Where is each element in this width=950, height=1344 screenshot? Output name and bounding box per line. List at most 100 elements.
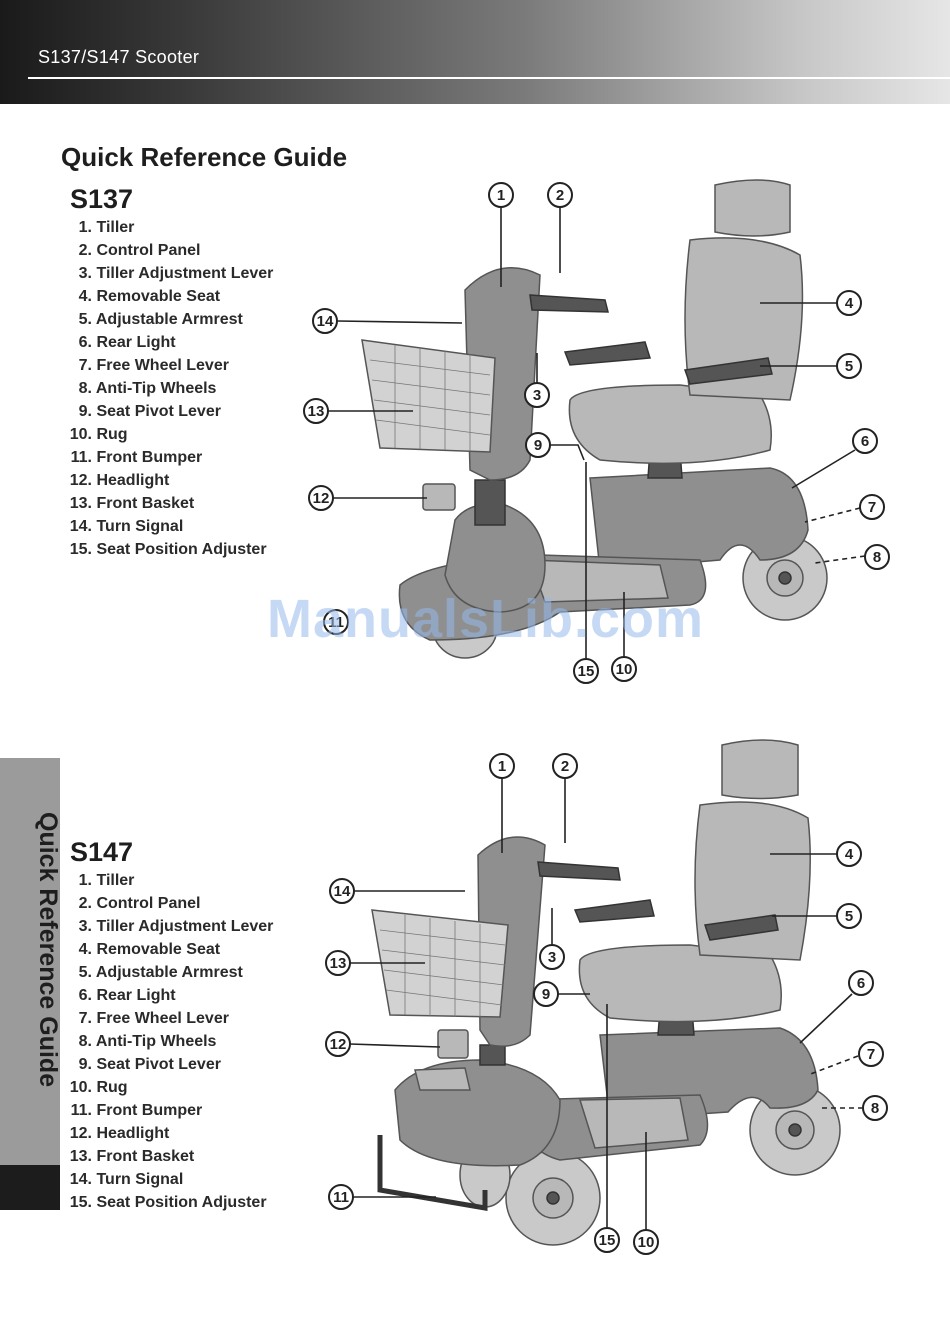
list-item: 4. Removable Seat xyxy=(78,288,221,305)
callout-s147-6: 6 xyxy=(848,970,874,996)
callout-s137-4: 4 xyxy=(836,290,862,316)
page-title: Quick Reference Guide xyxy=(61,142,348,172)
callout-s147-8: 8 xyxy=(862,1095,888,1121)
svg-text:3: 3 xyxy=(548,949,556,966)
list-item: 1. Tiller xyxy=(78,872,135,889)
list-item: 2. Control Panel xyxy=(78,242,201,259)
side-tab xyxy=(0,758,60,1210)
list-item: 8. Anti-Tip Wheels xyxy=(78,380,217,397)
svg-text:8: 8 xyxy=(873,549,881,566)
svg-text:2: 2 xyxy=(561,758,569,775)
svg-text:12: 12 xyxy=(330,1036,347,1053)
callout-s147-14: 14 xyxy=(329,878,355,904)
callout-s147-10: 10 xyxy=(633,1229,659,1255)
list-item: 12. Headlight xyxy=(69,1125,170,1142)
callout-s137-1: 1 xyxy=(488,182,514,208)
list-item: 13. Front Basket xyxy=(69,495,195,512)
svg-text:3: 3 xyxy=(533,387,541,404)
side-tab-label: Quick Reference Guide xyxy=(34,812,62,1088)
svg-text:14: 14 xyxy=(334,883,351,900)
svg-text:15: 15 xyxy=(578,663,595,680)
svg-text:8: 8 xyxy=(871,1100,879,1117)
scooter-illustration-s147 xyxy=(371,739,841,1246)
callout-s147-4: 4 xyxy=(836,841,862,867)
leader-lines-s137 xyxy=(328,207,866,659)
callout-s147-5: 5 xyxy=(836,903,862,929)
list-item: 14. Turn Signal xyxy=(69,518,184,535)
list-item: 10. Rug xyxy=(69,1079,128,1096)
side-tab-marker xyxy=(0,1165,60,1210)
svg-text:15: 15 xyxy=(599,1232,616,1249)
list-item: 9. Seat Pivot Lever xyxy=(78,403,221,420)
svg-text:5: 5 xyxy=(845,358,853,375)
callout-s147-2: 2 xyxy=(552,753,578,779)
list-item: 13. Front Basket xyxy=(69,1148,195,1165)
callout-s137-15: 15 xyxy=(573,658,599,684)
list-item: 1. Tiller xyxy=(78,219,135,236)
callout-s137-10: 10 xyxy=(611,656,637,682)
callout-s147-7: 7 xyxy=(858,1041,884,1067)
callout-s137-12: 12 xyxy=(308,485,334,511)
svg-text:6: 6 xyxy=(857,975,865,992)
svg-text:12: 12 xyxy=(313,490,330,507)
svg-text:4: 4 xyxy=(845,295,854,312)
callout-s147-13: 13 xyxy=(325,950,351,976)
svg-text:1: 1 xyxy=(498,758,506,775)
svg-text:4: 4 xyxy=(845,846,854,863)
svg-text:13: 13 xyxy=(308,403,325,420)
callout-s147-15: 15 xyxy=(594,1227,620,1253)
list-item: 5. Adjustable Armrest xyxy=(78,311,243,328)
list-item: 4. Removable Seat xyxy=(78,941,221,958)
model-title-s147: S147 xyxy=(70,837,134,867)
callout-s137-8: 8 xyxy=(864,544,890,570)
svg-text:10: 10 xyxy=(638,1234,655,1251)
callout-s147-12: 12 xyxy=(325,1031,351,1057)
callout-s137-6: 6 xyxy=(852,428,878,454)
svg-text:11: 11 xyxy=(328,614,344,631)
header-bar xyxy=(0,0,950,104)
list-item: 14. Turn Signal xyxy=(69,1171,184,1188)
callout-s147-3: 3 xyxy=(539,944,565,970)
callout-s137-13: 13 xyxy=(303,398,329,424)
callout-s137-14: 14 xyxy=(312,308,338,334)
svg-text:6: 6 xyxy=(861,433,869,450)
callout-s137-2: 2 xyxy=(547,182,573,208)
svg-text:7: 7 xyxy=(868,499,876,516)
svg-text:7: 7 xyxy=(867,1046,875,1063)
header-rule xyxy=(28,77,950,79)
list-item: 6. Rear Light xyxy=(78,987,176,1004)
callout-s137-7: 7 xyxy=(859,494,885,520)
list-item: 2. Control Panel xyxy=(78,895,201,912)
list-item: 9. Seat Pivot Lever xyxy=(78,1056,221,1073)
svg-text:5: 5 xyxy=(845,908,853,925)
list-item: 11. Front Bumper xyxy=(70,449,203,466)
svg-text:13: 13 xyxy=(330,955,347,972)
callout-s137-3: 3 xyxy=(524,382,550,408)
parts-list-s147: 1. Tiller 2. Control Panel 3. Tiller Adj… xyxy=(0,869,300,1214)
callout-s137-5: 5 xyxy=(836,353,862,379)
svg-text:10: 10 xyxy=(616,661,633,678)
svg-text:14: 14 xyxy=(317,313,334,330)
list-item: 3. Tiller Adjustment Lever xyxy=(78,265,274,282)
list-item: 6. Rear Light xyxy=(78,334,176,351)
svg-text:2: 2 xyxy=(556,187,564,204)
callout-s147-11: 11 xyxy=(328,1184,354,1210)
list-item: 15. Seat Position Adjuster xyxy=(69,1194,267,1211)
watermark: ManualsLib.com xyxy=(267,589,705,649)
leader-lines-s147 xyxy=(349,778,863,1230)
list-item: 15. Seat Position Adjuster xyxy=(69,541,267,558)
list-item: 7. Free Wheel Lever xyxy=(78,1010,229,1027)
svg-text:1: 1 xyxy=(497,187,505,204)
list-item: 8. Anti-Tip Wheels xyxy=(78,1033,217,1050)
callout-s137-9: 9 xyxy=(525,432,551,458)
list-item: 5. Adjustable Armrest xyxy=(78,964,243,981)
model-title-s137: S137 xyxy=(70,184,134,214)
parts-list-s137: 1. Tiller 2. Control Panel 3. Tiller Adj… xyxy=(0,216,300,561)
svg-text:9: 9 xyxy=(542,986,550,1003)
list-item: 12. Headlight xyxy=(69,472,170,489)
list-item: 3. Tiller Adjustment Lever xyxy=(78,918,274,935)
list-item: 7. Free Wheel Lever xyxy=(78,357,229,374)
svg-text:9: 9 xyxy=(534,437,542,454)
header-title: S137/S147 Scooter xyxy=(38,47,200,67)
callout-s137-11: 11 xyxy=(323,609,349,635)
